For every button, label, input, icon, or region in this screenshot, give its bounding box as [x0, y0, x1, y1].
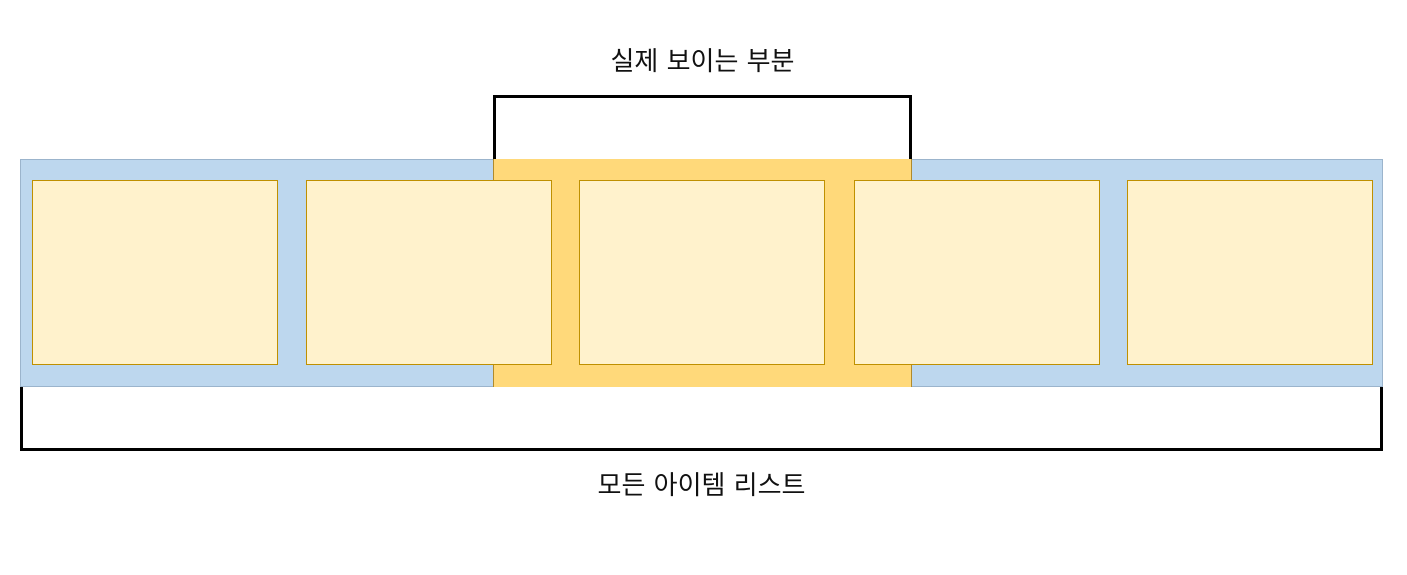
- list-item: [32, 180, 278, 365]
- visible-region-bracket: [493, 95, 912, 159]
- all-items-bracket: [20, 387, 1383, 451]
- list-item: [579, 180, 825, 365]
- visible-region-label: 실제 보이는 부분: [610, 47, 795, 77]
- all-items-label: 모든 아이템 리스트: [597, 471, 806, 501]
- list-item: [306, 180, 552, 365]
- list-item: [1127, 180, 1373, 365]
- list-item: [854, 180, 1100, 365]
